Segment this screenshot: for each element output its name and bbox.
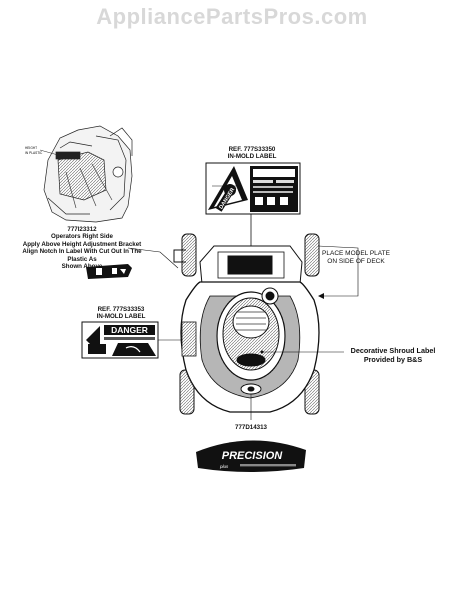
model-plate-line-1: PLACE MODEL PLATE [322, 250, 390, 257]
site-watermark: AppliancePartsPros.com [96, 4, 368, 29]
operator-line-4: Shown Above [61, 263, 103, 271]
model-plate-label: PLACE MODEL PLATE ON SIDE OF DECK [316, 250, 396, 265]
operator-part-number: 777I23312 [67, 226, 97, 233]
operator-instructions: 777I23312 Operators Right Side Apply Abo… [14, 226, 150, 270]
brand-decal: PRECISION plus [196, 440, 306, 472]
model-plate-leader [317, 245, 359, 297]
bottom-part-number: 777D14313 [235, 424, 267, 431]
bracket-note-label-2: IN PLASTIC [25, 151, 43, 155]
top-ref-number: REF. 777S33350 [228, 146, 276, 153]
top-ref-label: REF. 777S33350 IN-MOLD LABEL [212, 146, 292, 161]
top-ref-type: IN-MOLD LABEL [227, 153, 277, 161]
model-plate-line-2: ON SIDE OF DECK [327, 257, 385, 265]
left-danger-decal: DANGER [81, 321, 159, 359]
shroud-line-1: Decorative Shroud Label [350, 346, 436, 355]
shroud-label: Decorative Shroud Label Provided by B&S [338, 346, 448, 364]
bracket-note-label: HEIGHT [25, 146, 37, 150]
operator-line-1: Operators Right Side [51, 233, 113, 241]
shroud-line-2: Provided by B&S [363, 355, 423, 364]
left-ref-number: REF. 777S33353 [97, 306, 145, 313]
left-ref-label: REF. 777S33353 IN-MOLD LABEL [84, 306, 158, 321]
top-danger-decal: DANGER [205, 162, 301, 215]
brand-logo-text: PRECISION [222, 450, 284, 462]
bracket-illustration [43, 125, 133, 223]
operator-line-2: Apply Above Height Adjustment Bracket [22, 240, 142, 248]
brand-sub-text: plus [219, 464, 229, 469]
mower-body [173, 233, 320, 415]
operator-arrow [127, 247, 179, 269]
left-decal-danger-text: DANGER [111, 325, 148, 335]
operator-label-decal [86, 264, 132, 279]
operator-line-3: Align Notch In Label With Cut Out In The… [22, 248, 142, 263]
left-ref-type: IN-MOLD LABEL [96, 313, 146, 321]
